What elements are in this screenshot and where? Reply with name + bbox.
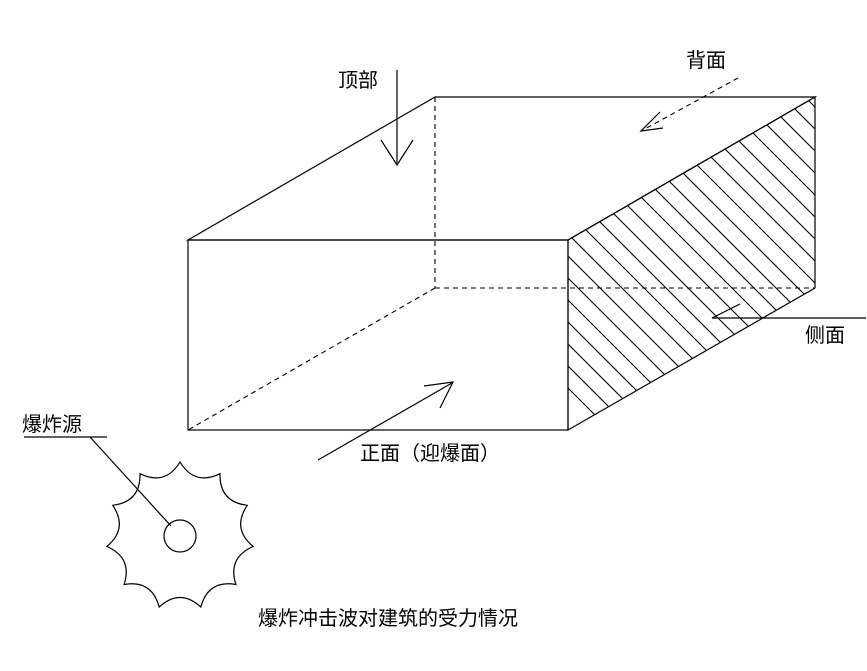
side-face	[567, 95, 816, 432]
label-front: 正面（迎爆面）	[360, 441, 500, 465]
top-face	[185, 96, 818, 241]
label-back: 背面	[686, 48, 726, 72]
label-top: 顶部	[338, 68, 378, 92]
diagram-caption: 爆炸冲击波对建筑的受力情况	[258, 606, 518, 630]
hidden-edges	[187, 97, 815, 431]
top-load-arrow	[380, 70, 414, 167]
blast-burst-shape	[105, 460, 255, 609]
side-face-hatching	[568, 97, 815, 430]
front-load-arrow	[317, 381, 455, 461]
side-leader	[711, 303, 866, 319]
blast-core-circle	[163, 519, 197, 553]
front-face	[187, 239, 569, 431]
explosion-source	[24, 436, 255, 609]
label-source: 爆炸源	[22, 412, 82, 436]
label-side: 侧面	[805, 323, 845, 347]
building-box	[185, 95, 818, 432]
back-load-arrow	[639, 77, 739, 132]
